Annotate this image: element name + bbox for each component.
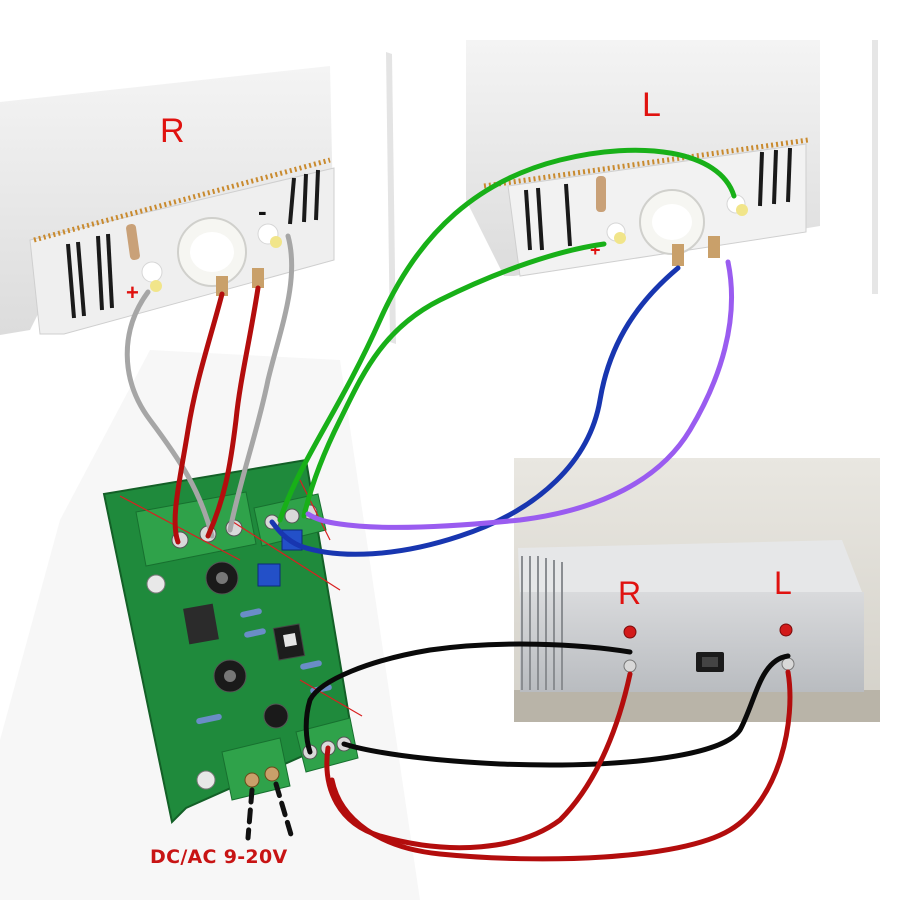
red-wire-amp-right <box>324 671 633 851</box>
power-input-caption: DC/AC 9-20V <box>150 846 288 868</box>
amplifier-chassis-top <box>518 540 862 600</box>
amplifier-photo: R L <box>508 452 886 728</box>
meter-leads <box>524 147 792 251</box>
resistor <box>596 176 606 212</box>
left-meter-plus-mark: + <box>590 240 601 260</box>
pin-header <box>33 157 331 243</box>
capacitor <box>263 703 289 729</box>
left-meter-channel-label: L <box>642 86 661 124</box>
black-wire-amp-left <box>341 653 791 768</box>
led-lamp <box>141 261 163 283</box>
right-vu-meter-photo: R + - <box>0 52 396 360</box>
gray-wire-right-meter-1 <box>124 289 215 539</box>
green-wire-left-meter-inner <box>301 241 607 519</box>
black-wire-amp-right <box>303 641 633 755</box>
right-meter-minus-mark: - <box>258 196 267 226</box>
amplifier-left-label: L <box>774 565 792 601</box>
right-meter-channel-label: R <box>160 112 185 150</box>
power-lead-1 <box>245 787 255 841</box>
gray-wire-right-meter-2 <box>227 233 295 533</box>
red-wire-right-meter-1 <box>172 291 225 545</box>
table-surface <box>514 690 880 722</box>
photo-frame-shadow <box>386 52 396 344</box>
left-vu-meter-photo: L + <box>422 38 878 294</box>
buzzer-lug-left <box>672 244 684 266</box>
regulator-ic <box>183 603 219 645</box>
rca-jacks-right <box>623 625 637 673</box>
buzzer-lug-left <box>216 276 228 296</box>
red-wire-amp-left <box>329 669 793 862</box>
driver-pcb <box>0 350 420 900</box>
power-terminal-block <box>221 737 291 801</box>
meter-leads <box>66 169 320 319</box>
purple-wire-left-meter <box>305 259 735 530</box>
mounting-hole <box>196 770 216 790</box>
mounting-hole <box>146 574 166 594</box>
red-wire-right-meter-2 <box>205 285 261 539</box>
heatsink-fins <box>521 556 563 690</box>
amplifier-right-label: R <box>618 575 641 611</box>
pcb-guide-lines <box>119 479 363 717</box>
buzzer-lug-right <box>252 268 264 288</box>
resistor <box>126 223 140 261</box>
buzzer-lug-right <box>708 236 720 258</box>
trimmer-potentiometer <box>257 563 281 587</box>
right-meter-plus-mark: + <box>126 280 139 305</box>
green-wire-left-meter-outer <box>277 147 737 523</box>
amplifier-chassis-back <box>520 592 864 692</box>
wiring <box>124 147 793 862</box>
power-lead-2 <box>273 781 295 841</box>
